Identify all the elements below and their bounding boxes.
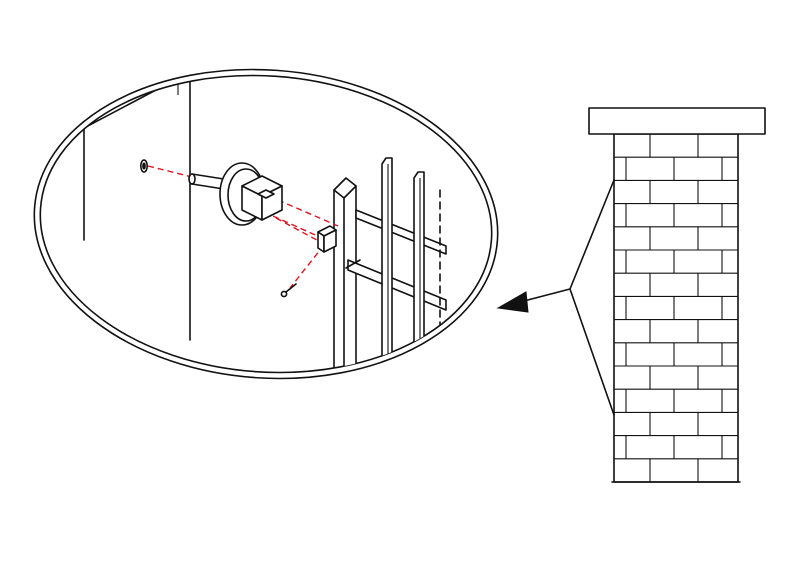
gate-bar bbox=[413, 171, 425, 388]
assembly-guides bbox=[147, 165, 339, 289]
pillar-cap bbox=[588, 107, 766, 135]
pillar-wall-detail bbox=[83, 60, 191, 341]
retaining-screw bbox=[280, 283, 297, 298]
callout-arrowhead bbox=[496, 291, 529, 313]
detail-view bbox=[83, 60, 447, 388]
brick-courses bbox=[614, 134, 738, 482]
gate-hinge-bracket bbox=[317, 225, 337, 253]
detail-callout-ellipse bbox=[33, 68, 499, 380]
wall-anchor-hole bbox=[140, 159, 149, 173]
brick-pillar bbox=[611, 133, 741, 483]
gate-top-rail bbox=[355, 209, 447, 255]
gate-frame bbox=[333, 157, 447, 388]
gate-bar bbox=[381, 157, 393, 388]
square-hinge-sleeve bbox=[241, 175, 283, 221]
callout-leader bbox=[496, 179, 615, 416]
gate-post bbox=[333, 177, 357, 388]
gate-bottom-rail bbox=[347, 259, 447, 311]
gate-bars bbox=[381, 157, 425, 388]
